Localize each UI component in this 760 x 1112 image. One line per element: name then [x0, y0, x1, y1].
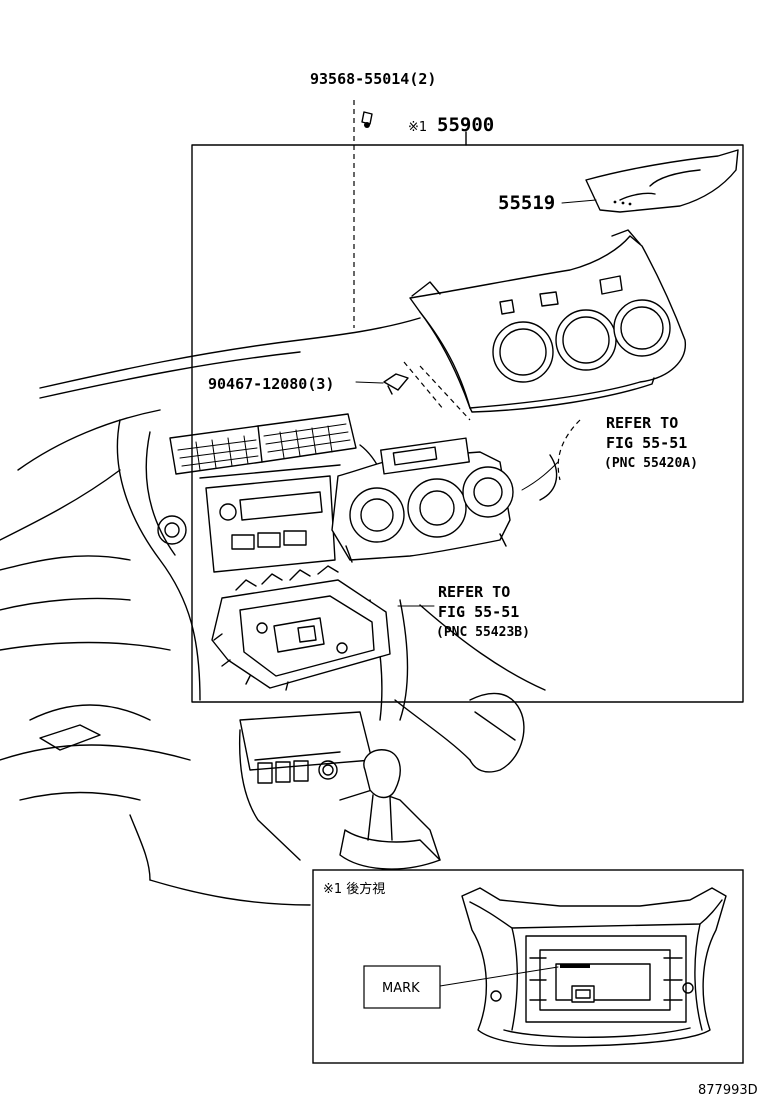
assembly-callout: 55900: [437, 114, 494, 136]
mark-leader: [439, 966, 559, 987]
bolt-icon: [361, 111, 373, 128]
refer-lower-line1: REFER TO: [438, 583, 510, 601]
clip-icon: [383, 373, 409, 395]
inset-title: ※1 後方視: [323, 881, 385, 897]
refer-upper-line1: REFER TO: [606, 414, 678, 432]
mounting-bracket: [211, 565, 391, 691]
climate-control-unit: [331, 437, 514, 563]
radio-unit: [157, 475, 336, 573]
center-vents: [169, 413, 357, 479]
bolt-callout: 93568-55014(2): [310, 70, 436, 88]
refer-lower-line3: (PNC 55423B): [436, 625, 530, 640]
mark-label-box: [363, 965, 441, 1009]
refer-upper-line2: FIG 55-51: [606, 434, 687, 452]
clip-callout: 90467-12080(3): [208, 375, 334, 393]
figure-id: 877993D: [698, 1083, 758, 1098]
assembly-box: [191, 144, 744, 703]
mark-label: MARK: [382, 981, 420, 996]
trim-panel-55519: [585, 149, 739, 213]
rear-view-panel: [461, 887, 727, 1047]
refer-lower-line2: FIG 55-51: [438, 603, 519, 621]
panel-callout: 55519: [498, 192, 555, 214]
assembly-mark: ※1: [408, 120, 427, 135]
control-panel: [409, 229, 686, 413]
refer-upper-line3: (PNC 55420A): [604, 456, 698, 471]
